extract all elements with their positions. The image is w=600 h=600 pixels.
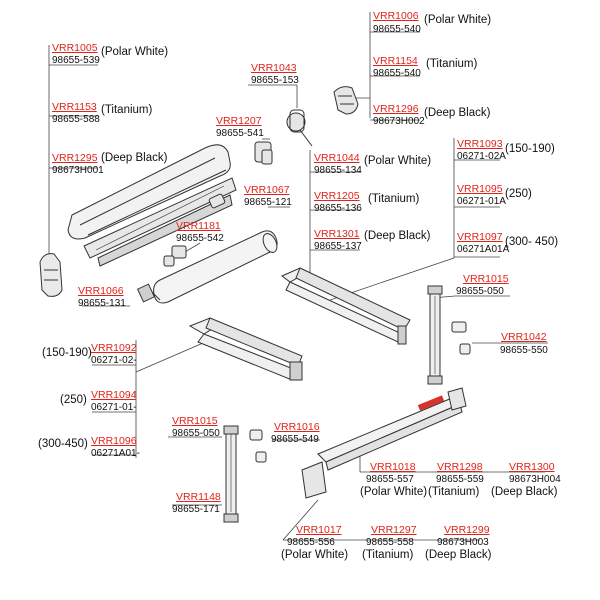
vrr1096-variant: (300-450) — [38, 438, 88, 450]
vrr1015a-part-number: 98655-050 — [456, 286, 504, 297]
vrr1207-part-number: 98655-541 — [216, 128, 264, 139]
vrr1017-part-number: 98655-556 — [287, 537, 335, 548]
vrr1094-part-number: 06271-01- — [91, 402, 137, 413]
vrr1096-ref: VRR1096 — [91, 435, 137, 447]
vrr1015a-ref: VRR1015 — [463, 273, 509, 285]
vrr1301-ref: VRR1301 — [314, 228, 360, 240]
vertical-rail-right — [427, 285, 471, 385]
vrr1153-ref: VRR1153 — [52, 101, 97, 113]
roller-spring-tube — [136, 230, 278, 304]
vrr1015b-ref: VRR1015 — [172, 415, 218, 427]
vrr1018-ref: VRR1018 — [370, 461, 416, 473]
support-arm-upper — [281, 267, 411, 345]
small-fittings — [163, 86, 359, 267]
vrr1006-ref: VRR1006 — [373, 10, 419, 22]
vrr1300-ref: VRR1300 — [509, 461, 555, 473]
vrr1295-part-number: 98673H001 — [52, 165, 104, 176]
vrr1154-ref: VRR1154 — [373, 55, 418, 67]
vrr1298-variant: (Titanium) — [428, 486, 480, 498]
vrr1207-ref: VRR1207 — [216, 115, 262, 127]
vrr1015b-part-number: 98655-050 — [172, 428, 220, 439]
vrr1067-ref: VRR1067 — [244, 184, 290, 196]
vrr1296-variant: (Deep Black) — [424, 107, 491, 119]
vrr1006-variant: (Polar White) — [424, 14, 492, 26]
vrr1094-ref: VRR1094 — [91, 389, 137, 401]
awning-roller-tube — [67, 144, 237, 267]
vrr1044-variant: (Polar White) — [364, 155, 432, 167]
vrr1044-ref: VRR1044 — [314, 152, 360, 164]
vrr1017-ref: VRR1017 — [296, 524, 342, 536]
vrr1044-part-number: 98655-134 — [314, 165, 362, 176]
vrr1295-ref: VRR1295 — [52, 152, 98, 164]
vrr1299-variant: (Deep Black) — [425, 549, 492, 561]
vrr1093-part-number: 06271-02A — [457, 151, 506, 162]
vrr1148-ref: VRR1148 — [176, 491, 221, 503]
vrr1097-part-number: 06271A01A — [457, 244, 510, 255]
vrr1301-part-number: 98655-137 — [314, 241, 362, 252]
vrr1181-part-number: 98655-542 — [176, 233, 224, 244]
vrr1017-variant: (Polar White) — [281, 549, 349, 561]
vrr1093-variant: (150-190) — [505, 143, 555, 155]
vrr1005-variant: (Polar White) — [101, 46, 169, 58]
vrr1154-part-number: 98655-540 — [373, 68, 421, 79]
vrr1092-variant: (150-190) — [42, 347, 92, 359]
vrr1093-ref: VRR1093 — [457, 138, 503, 150]
vrr1018-part-number: 98655-557 — [366, 474, 414, 485]
vrr1067-part-number: 98655-121 — [244, 197, 292, 208]
vrr1092-part-number: 06271-02- — [91, 355, 137, 366]
vrr1205-variant: (Titanium) — [368, 193, 420, 205]
end-cap-left — [39, 253, 63, 297]
vrr1016-ref: VRR1016 — [274, 421, 320, 433]
vrr1300-variant: (Deep Black) — [491, 486, 558, 498]
vrr1005-part-number: 98655-539 — [52, 55, 100, 66]
vrr1298-ref: VRR1298 — [437, 461, 483, 473]
vrr1095-ref: VRR1095 — [457, 183, 503, 195]
vrr1097-variant: (300- 450) — [505, 236, 559, 248]
vrr1297-variant: (Titanium) — [362, 549, 414, 561]
vrr1066-part-number: 98655-131 — [78, 298, 126, 309]
vrr1042-part-number: 98655-550 — [500, 345, 548, 356]
vrr1296-ref: VRR1296 — [373, 103, 419, 115]
vrr1094-variant: (250) — [60, 394, 87, 406]
vrr1006-part-number: 98655-540 — [373, 24, 421, 35]
vrr1295-variant: (Deep Black) — [101, 152, 168, 164]
vrr1092-ref: VRR1092 — [91, 342, 137, 354]
vrr1205-ref: VRR1205 — [314, 190, 360, 202]
vrr1095-variant: (250) — [505, 188, 532, 200]
vrr1153-variant: (Titanium) — [101, 104, 153, 116]
vrr1066-ref: VRR1066 — [78, 285, 124, 297]
front-rail — [301, 387, 467, 499]
vrr1299-ref: VRR1299 — [444, 524, 490, 536]
vrr1042-ref: VRR1042 — [501, 331, 547, 343]
vrr1297-ref: VRR1297 — [371, 524, 417, 536]
vrr1095-part-number: 06271-01A — [457, 196, 506, 207]
vrr1154-variant: (Titanium) — [426, 58, 478, 70]
vrr1301-variant: (Deep Black) — [364, 230, 431, 242]
vrr1043-ref: VRR1043 — [251, 62, 297, 74]
vrr1153-part-number: 98655-588 — [52, 114, 100, 125]
vrr1005-ref: VRR1005 — [52, 42, 98, 54]
vrr1297-part-number: 98655-558 — [366, 537, 414, 548]
vrr1296-part-number: 98673H002 — [373, 116, 425, 127]
support-arm-lower — [188, 317, 303, 381]
vrr1097-ref: VRR1097 — [457, 231, 503, 243]
vrr1181-ref: VRR1181 — [176, 220, 221, 232]
vrr1148-part-number: 98655-171 — [172, 504, 220, 515]
vrr1299-part-number: 98673H003 — [437, 537, 489, 548]
vrr1300-part-number: 98673H004 — [509, 474, 561, 485]
vertical-rail-left — [223, 425, 267, 523]
vrr1096-part-number: 06271A01- — [91, 448, 140, 459]
vrr1043-part-number: 98655-153 — [251, 75, 299, 86]
vrr1205-part-number: 98655-136 — [314, 203, 362, 214]
vrr1298-part-number: 98655-559 — [436, 474, 484, 485]
vrr1018-variant: (Polar White) — [360, 486, 428, 498]
vrr1016-part-number: 98655-549 — [271, 434, 319, 445]
